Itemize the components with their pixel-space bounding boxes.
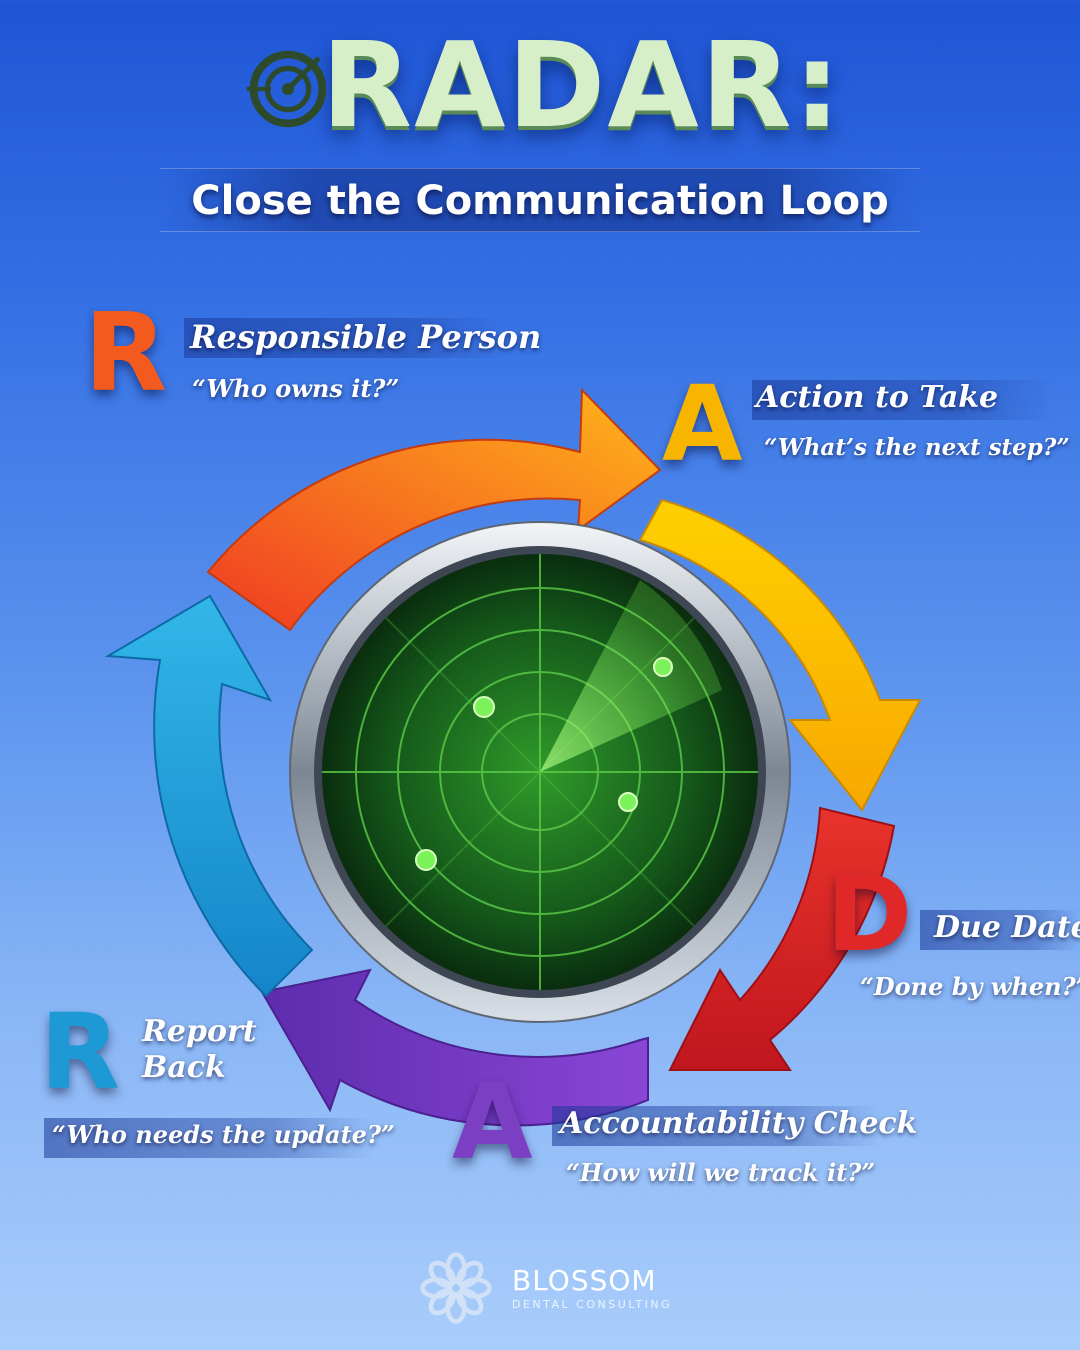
step-band xyxy=(552,1106,882,1146)
radar-blip xyxy=(653,657,673,677)
title-text: RADAR: xyxy=(321,16,843,154)
page-title: RADAR: xyxy=(237,26,843,144)
arrow-action xyxy=(638,498,922,812)
radar-blip xyxy=(473,696,495,718)
radar-blip xyxy=(618,792,638,812)
step-label-report-back-line2: Back xyxy=(142,1050,226,1085)
arrow-due-date xyxy=(668,806,896,1071)
step-label-report-back-line1: Report xyxy=(142,1014,257,1049)
brand-logo: BLOSSOM DENTAL CONSULTING xyxy=(418,1252,678,1324)
page-subtitle: Close the Communication Loop xyxy=(191,178,889,224)
title-row: RADAR: xyxy=(0,26,1080,144)
brand-tagline: DENTAL CONSULTING xyxy=(512,1298,673,1311)
step-question-action: “What’s the next step?” xyxy=(764,434,1070,461)
step-label-action: Action to Take xyxy=(756,380,999,415)
brand-name: BLOSSOM xyxy=(512,1264,657,1297)
radar-scope xyxy=(289,521,791,1023)
step-letter-due-date: D xyxy=(826,853,913,975)
step-band xyxy=(920,910,1080,950)
step-label-due-date: Due Date xyxy=(934,910,1080,945)
step-band xyxy=(44,1118,374,1158)
step-letter-accountability: A xyxy=(452,1061,533,1183)
blossom-flower-icon xyxy=(420,1252,492,1324)
step-band xyxy=(752,380,1052,420)
step-letter-responsible: R xyxy=(84,291,168,416)
step-question-accountability: “How will we track it?” xyxy=(566,1158,876,1187)
radar-target-icon xyxy=(246,50,327,128)
arrow-report-back xyxy=(104,594,314,998)
step-letter-action: A xyxy=(662,363,743,485)
step-question-due-date: “Done by when?” xyxy=(860,972,1080,1001)
subtitle-band xyxy=(160,168,920,232)
step-label-responsible: Responsible Person xyxy=(190,318,542,356)
arrow-responsible xyxy=(206,387,662,632)
radar-sweep xyxy=(540,580,722,772)
radar-blip xyxy=(415,849,437,871)
step-label-accountability: Accountability Check xyxy=(560,1106,918,1141)
step-question-report-back: “Who needs the update?” xyxy=(52,1120,395,1149)
step-question-responsible: “Who owns it?” xyxy=(192,374,400,403)
step-letter-report-back: R xyxy=(40,991,121,1113)
step-band xyxy=(184,318,504,358)
